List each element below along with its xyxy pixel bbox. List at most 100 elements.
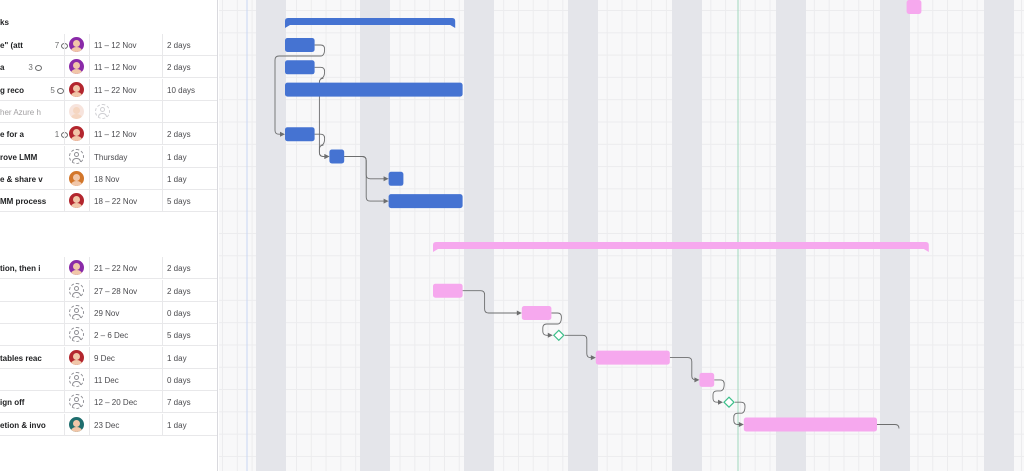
dependency-connector[interactable]: [462, 290, 520, 314]
avatar[interactable]: [69, 416, 84, 432]
due-date-cell[interactable]: [90, 100, 163, 123]
dependency-connector[interactable]: [314, 66, 328, 157]
duration-cell[interactable]: 1 day: [163, 146, 217, 168]
due-date-cell[interactable]: 2 – 6 Dec: [90, 324, 163, 347]
due-date-cell[interactable]: Thursday: [90, 145, 163, 168]
duration-cell[interactable]: 7 days: [163, 391, 217, 413]
duration-cell[interactable]: 5 days: [163, 324, 217, 346]
task-bar[interactable]: [743, 417, 877, 432]
due-date-cell[interactable]: 18 Nov: [90, 167, 163, 190]
assignee-cell[interactable]: [64, 34, 90, 56]
task-row[interactable]: her Azure h: [0, 100, 217, 123]
assignee-cell[interactable]: [64, 413, 90, 436]
dependency-connector[interactable]: [564, 334, 594, 359]
assignee-cell[interactable]: [64, 368, 90, 391]
due-date-cell[interactable]: 11 – 12 Nov: [90, 56, 163, 79]
section-header[interactable]: ks: [0, 0, 217, 34]
comment-count[interactable]: 5: [50, 86, 64, 95]
dependency-connector[interactable]: [274, 44, 326, 135]
duration-cell[interactable]: 0 days: [163, 369, 217, 391]
due-date-cell[interactable]: 18 – 22 Nov: [90, 190, 163, 213]
due-date-cell[interactable]: 12 – 20 Dec: [90, 391, 163, 414]
task-bar[interactable]: [521, 306, 552, 320]
task-name[interactable]: a: [0, 63, 5, 73]
assignee-cell[interactable]: [64, 279, 90, 302]
duration-cell[interactable]: 5 days: [163, 190, 217, 212]
dependency-connector[interactable]: [733, 401, 746, 425]
assignee-cell[interactable]: [64, 391, 90, 414]
assignee-cell[interactable]: [64, 78, 90, 101]
duration-cell[interactable]: 10 days: [163, 79, 217, 101]
comment-count[interactable]: 3: [28, 63, 42, 72]
dependency-connector[interactable]: [314, 133, 328, 157]
duration-cell[interactable]: 2 days: [163, 280, 217, 302]
unassigned-assignee-icon[interactable]: [95, 103, 110, 119]
avatar[interactable]: [69, 103, 84, 119]
dependency-connector[interactable]: [712, 379, 725, 403]
milestone-diamond[interactable]: [552, 329, 565, 342]
unassigned-assignee-icon[interactable]: [69, 148, 84, 164]
gantt-timeline[interactable]: [219, 0, 1024, 471]
assignee-cell[interactable]: [64, 302, 90, 324]
section-span-bar[interactable]: [285, 18, 456, 28]
assignee-cell[interactable]: [64, 56, 90, 79]
assignee-cell[interactable]: [64, 324, 90, 347]
task-bar[interactable]: [285, 38, 315, 52]
avatar[interactable]: [69, 260, 84, 276]
due-date-cell[interactable]: 11 – 12 Nov: [90, 123, 163, 146]
due-date-cell[interactable]: 11 – 22 Nov: [90, 78, 163, 101]
due-date-cell[interactable]: 9 Dec: [90, 346, 163, 369]
task-name[interactable]: etion & invo: [0, 420, 46, 430]
assignee-cell[interactable]: [64, 123, 90, 146]
dependency-connector[interactable]: [344, 156, 387, 202]
task-name[interactable]: rove LMM: [0, 152, 38, 162]
task-name[interactable]: tion, then i: [0, 264, 41, 274]
task-bar[interactable]: [285, 127, 315, 142]
task-name[interactable]: MM process: [0, 197, 47, 207]
due-date-cell[interactable]: 21 – 22 Nov: [90, 257, 163, 280]
duration-cell[interactable]: 0 days: [163, 302, 217, 324]
due-date-cell[interactable]: 27 – 28 Nov: [90, 279, 163, 302]
task-name[interactable]: e & share v: [0, 174, 43, 184]
unassigned-assignee-icon[interactable]: [69, 327, 84, 343]
task-bar[interactable]: [285, 82, 463, 97]
duration-cell[interactable]: 2 days: [163, 56, 217, 78]
assignee-cell[interactable]: [64, 346, 90, 369]
unassigned-assignee-icon[interactable]: [69, 282, 84, 298]
assignee-cell[interactable]: [64, 190, 90, 213]
task-bar[interactable]: [699, 372, 715, 387]
duration-cell[interactable]: 2 days: [163, 34, 217, 56]
dependency-connector[interactable]: [877, 424, 900, 429]
avatar[interactable]: [69, 59, 84, 75]
duration-cell[interactable]: 2 days: [163, 123, 217, 145]
task-bar[interactable]: [329, 149, 345, 164]
task-bar[interactable]: [906, 0, 922, 14]
task-name[interactable]: g reco: [0, 85, 25, 95]
avatar[interactable]: [69, 126, 84, 142]
gantt-canvas[interactable]: [219, 0, 1024, 471]
task-name[interactable]: her Azure h: [0, 107, 41, 117]
due-date-cell[interactable]: 29 Nov: [90, 302, 163, 324]
milestone-diamond[interactable]: [723, 396, 735, 409]
duration-cell[interactable]: 1 day: [163, 347, 217, 369]
avatar[interactable]: [69, 81, 84, 97]
assignee-cell[interactable]: [64, 100, 90, 123]
due-date-cell[interactable]: 11 – 12 Nov: [90, 34, 163, 56]
task-name[interactable]: ign off: [0, 398, 25, 408]
task-bar[interactable]: [285, 60, 315, 75]
unassigned-assignee-icon[interactable]: [69, 371, 84, 387]
assignee-cell[interactable]: [64, 257, 90, 280]
due-date-cell[interactable]: 11 Dec: [90, 368, 163, 391]
unassigned-assignee-icon[interactable]: [69, 394, 84, 410]
avatar[interactable]: [69, 193, 84, 209]
